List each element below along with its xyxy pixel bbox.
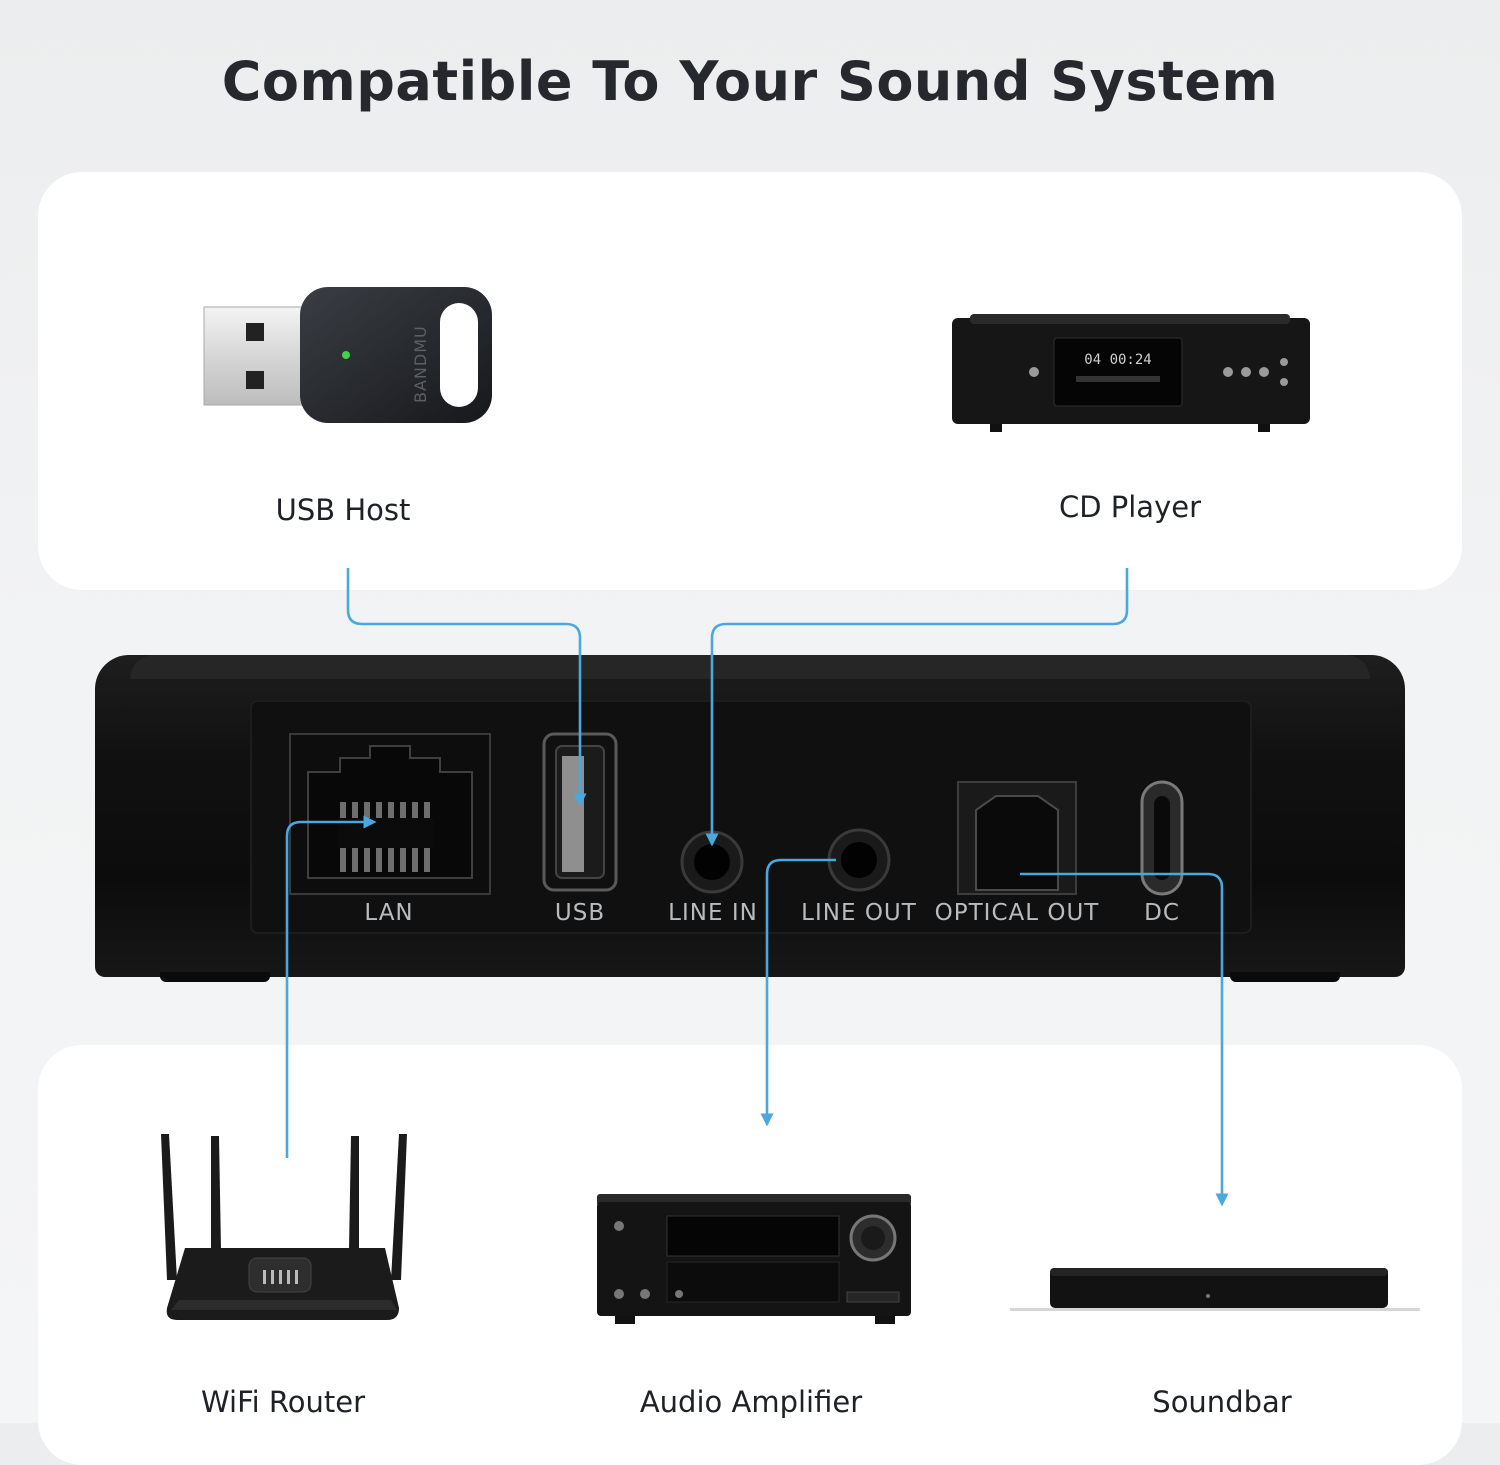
line-in-port	[680, 830, 744, 894]
optical-out-port	[957, 781, 1077, 895]
dongle-brand-text: BANDMU	[411, 325, 430, 403]
cd-player-to-line-in-line	[705, 568, 1129, 847]
hub-foot-left	[160, 972, 270, 982]
cd-player-label: CD Player	[1058, 490, 1202, 524]
usb-port-label: USB	[554, 900, 606, 926]
wifi-router-label: WiFi Router	[200, 1385, 366, 1419]
wifi-router-image	[161, 1134, 407, 1320]
usb-host-to-usb-line	[346, 568, 587, 807]
audio-amplifier-label: Audio Amplifier	[639, 1385, 863, 1419]
dc-port	[1140, 780, 1184, 896]
hub-top-edge	[130, 655, 1370, 679]
hub-foot-right	[1230, 972, 1340, 982]
audio-amplifier-image	[597, 1194, 911, 1324]
cd-display-text: 04 00:24	[1084, 352, 1151, 368]
optical-out-port-label: OPTICAL OUT	[934, 900, 1100, 926]
usb-host-label: USB Host	[275, 493, 411, 527]
optical-out-to-soundbar-line	[1020, 872, 1229, 1207]
line-out-to-amplifier-line	[760, 858, 836, 1127]
line-in-port-label: LINE IN	[668, 900, 758, 926]
line-out-port	[827, 828, 891, 892]
usb-dongle-image: BANDMU	[203, 287, 492, 423]
line-out-port-label: LINE OUT	[801, 900, 917, 926]
page-title: Compatible To Your Sound System	[221, 50, 1279, 113]
soundbar-label: Soundbar	[1152, 1385, 1292, 1419]
cd-player-image: 04 00:24	[952, 314, 1310, 432]
lan-port-label: LAN	[364, 900, 414, 926]
lan-port	[289, 733, 491, 895]
router-to-lan-line	[285, 815, 377, 1158]
connector-lines	[285, 568, 1229, 1207]
soundbar-image	[1010, 1268, 1420, 1311]
dc-port-label: DC	[1144, 900, 1180, 926]
